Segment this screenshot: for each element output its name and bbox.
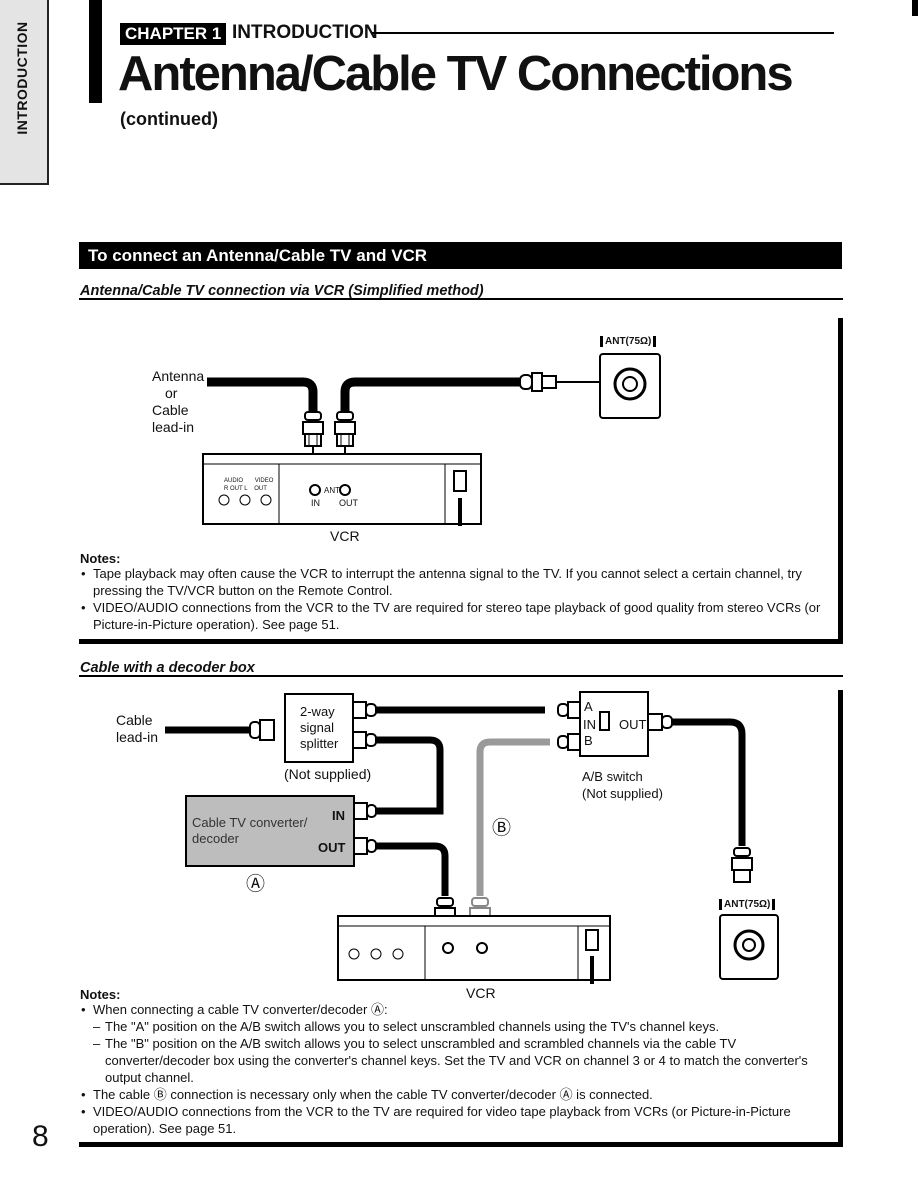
vcr1-ant-label: ANT	[324, 486, 340, 495]
vcr2-label: VCR	[466, 985, 496, 1001]
tv-ant-jack-2	[719, 914, 779, 980]
antenna-label: Antenna or Cable lead-in	[152, 368, 205, 435]
notes2-subitem: The "B" position on the A/B switch allow…	[93, 1035, 834, 1086]
tv-ant-jack-label-1: ANT(75Ω)	[600, 336, 657, 347]
diagram2-frame-bottom	[79, 1142, 843, 1147]
switch-b-label: B	[584, 733, 593, 748]
page-number: 8	[32, 1120, 49, 1153]
notes1-item: Tape playback may often cause the VCR to…	[79, 565, 834, 599]
decoder-in-label: IN	[332, 808, 345, 823]
notes2-item: When connecting a cable TV converter/dec…	[79, 1001, 834, 1086]
tv-ant-jack-1	[599, 353, 661, 419]
notes2-list: When connecting a cable TV converter/dec…	[79, 1001, 834, 1137]
vcr1-out-label: OUT	[339, 498, 358, 508]
chapter-rule	[372, 32, 834, 34]
switch-a-label: A	[584, 699, 593, 714]
ab-switch-label: A/B switch (Not supplied)	[582, 769, 663, 801]
marker-b: Ⓑ	[492, 818, 512, 839]
diagram1-frame-right	[838, 318, 843, 643]
corner-mark	[912, 0, 918, 16]
tv-ant-jack-label-2: ANT(75Ω)	[719, 899, 776, 910]
vcr1-label: VCR	[330, 528, 360, 544]
decoder-out-label: OUT	[318, 840, 346, 855]
header-bar	[89, 0, 102, 103]
splitter-not-supplied: (Not supplied)	[284, 766, 372, 782]
diagram1-rule	[79, 298, 843, 300]
diagram2-drawing	[165, 691, 753, 984]
switch-in-label: IN	[583, 717, 596, 732]
marker-a: Ⓐ	[246, 874, 266, 895]
diagram2-rule	[79, 675, 843, 677]
vcr1-audio-video: AUDIO VIDEO R OUT L OUT	[224, 478, 274, 492]
section-heading: To connect an Antenna/Cable TV and VCR	[79, 242, 842, 269]
page-title: Antenna/Cable TV Connections	[118, 47, 794, 101]
notes1-item: VIDEO/AUDIO connections from the VCR to …	[79, 599, 834, 633]
notes2-item: The cable Ⓑ connection is necessary only…	[79, 1086, 834, 1103]
vcr1-in-label: IN	[311, 498, 320, 508]
diagram1-frame-bottom	[79, 639, 843, 644]
cable-lead-label: Cable lead-in	[116, 712, 159, 745]
switch-out-label: OUT	[619, 717, 647, 732]
diagram2-frame-right	[838, 690, 843, 1146]
notes1-list: Tape playback may often cause the VCR to…	[79, 565, 834, 633]
chapter-name: INTRODUCTION	[232, 22, 378, 43]
notes2-subitem: The "A" position on the A/B switch allow…	[93, 1018, 834, 1035]
notes2-item: VIDEO/AUDIO connections from the VCR to …	[79, 1103, 834, 1137]
chapter-badge: CHAPTER 1	[120, 23, 227, 45]
splitter-label: 2-way signal splitter	[300, 704, 339, 751]
diagram2-heading: Cable with a decoder box	[80, 660, 255, 676]
chapter-side-tab: INTRODUCTION	[0, 0, 49, 185]
side-tab-label: INTRODUCTION	[14, 21, 30, 135]
notes1-title: Notes:	[80, 551, 121, 566]
diagram1-drawing	[202, 372, 625, 526]
page-subtitle: (continued)	[120, 109, 218, 129]
diagram1-heading: Antenna/Cable TV connection via VCR (Sim…	[80, 283, 484, 299]
notes2-title: Notes:	[80, 987, 121, 1002]
decoder-label: Cable TV converter/ decoder	[192, 815, 308, 846]
